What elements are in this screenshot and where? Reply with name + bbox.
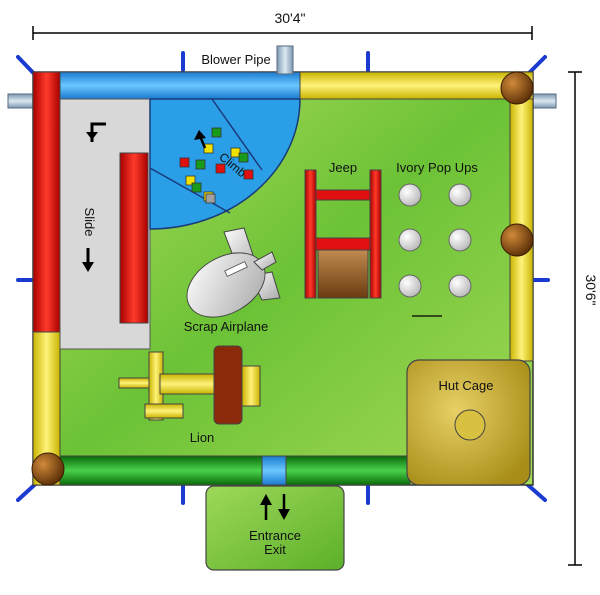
width-dimension: 30'4" [32,8,533,40]
entrance-gap [261,455,287,486]
bottom-wall-green [59,455,411,486]
right-pipe [529,93,557,109]
jeep: Jeep [304,160,382,299]
height-dimension: 30'6" [568,71,599,566]
hut-cage-label: Hut Cage [439,378,494,393]
slide: Slide [59,98,151,350]
hut-cage: Hut Cage [406,359,531,486]
pop-ups: Ivory Pop Ups [396,160,478,317]
left-wall-red [32,71,61,333]
blower-pipe-label: Blower Pipe [201,52,270,67]
entrance-label: Entrance [249,528,301,543]
top-wall-blue [59,71,301,100]
stakes [16,51,550,505]
anchor-post [500,223,534,257]
lion-label: Lion [190,430,215,445]
blower-pipe [276,45,294,75]
lion: Lion [118,345,261,445]
climb-area: Climb [149,98,301,230]
jeep-label: Jeep [329,160,357,175]
top-wall-yellow [299,71,534,100]
anchor-post [500,71,534,105]
left-pipe [7,93,35,109]
anchor-post [31,452,65,486]
pop-ups-label: Ivory Pop Ups [396,160,478,175]
slide-label: Slide [82,208,97,237]
entrance-exit: Entrance Exit [205,485,345,571]
exit-label: Exit [264,542,286,557]
width-label: 30'4" [274,10,305,26]
scrap-airplane: Scrap Airplane [184,227,281,334]
height-label: 30'6" [583,274,599,305]
airplane-label: Scrap Airplane [184,319,269,334]
